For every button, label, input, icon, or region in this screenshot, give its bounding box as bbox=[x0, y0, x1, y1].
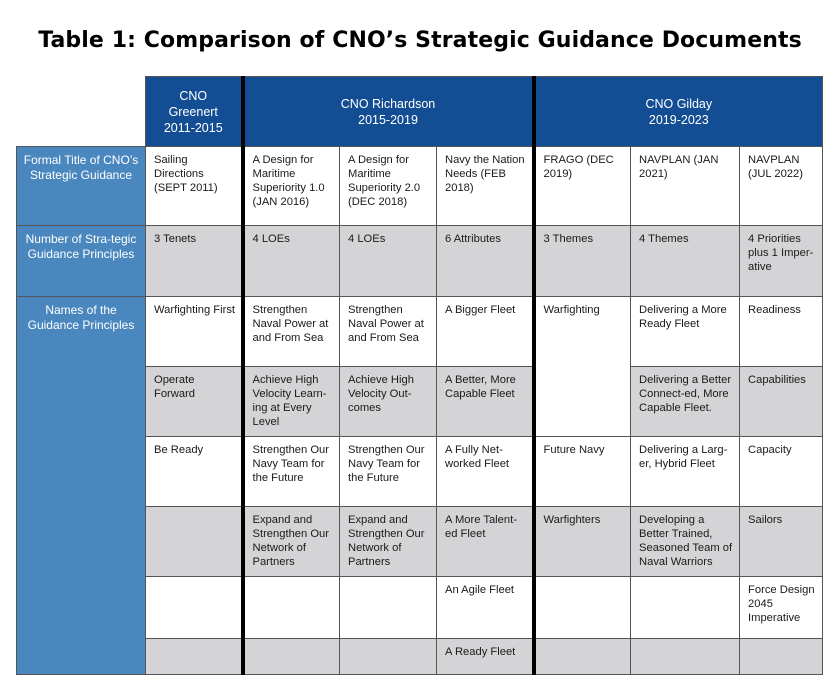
principle-cell: An Agile Fleet bbox=[435, 576, 535, 639]
formal-title-cell: A Design for Maritime Superiority 2.0 (D… bbox=[339, 146, 437, 226]
principle-cell: A More Talent-ed Fleet bbox=[435, 506, 535, 577]
header-greenert-line3: 2011-2015 bbox=[163, 120, 223, 135]
header-cno-gilday: CNO Gilday 2019-2023 bbox=[531, 76, 824, 147]
count-row: Number of Stra-tegic Guidance Principles… bbox=[16, 225, 824, 297]
principle-cell bbox=[531, 576, 632, 639]
principle-cell: A Bigger Fleet bbox=[435, 296, 535, 367]
principle-cell: Be Ready bbox=[145, 436, 243, 507]
principle-cell: Warfighting bbox=[531, 296, 632, 437]
principle-cell: Achieve High Velocity Out-comes bbox=[339, 366, 437, 437]
principle-cell: Developing a Better Trained, Seasoned Te… bbox=[630, 506, 741, 577]
principle-cell: Warfighting First bbox=[145, 296, 243, 367]
header-richardson-line1: CNO Richardson bbox=[340, 96, 436, 111]
principle-cell: Expand and Strengthen Our Network of Par… bbox=[240, 506, 340, 577]
principles-row-2: Operate Forward Achieve High Velocity Le… bbox=[17, 366, 824, 437]
count-cell: 3 Themes bbox=[531, 225, 632, 297]
count-cell: 3 Tenets bbox=[145, 225, 243, 297]
principle-cell: Delivering a Larg-er, Hybrid Fleet bbox=[630, 436, 741, 507]
table-title: Table 1: Comparison of CNO’s Strategic G… bbox=[38, 28, 802, 53]
principle-cell: A Better, More Capable Fleet bbox=[435, 366, 535, 437]
principles-row-6: A Ready Fleet bbox=[17, 638, 824, 675]
header-row: CNO Greenert 2011-2015 CNO Richardson 20… bbox=[16, 76, 824, 147]
header-cno-richardson: CNO Richardson 2015-2019 bbox=[240, 76, 535, 147]
comparison-table: CNO Greenert 2011-2015 CNO Richardson 20… bbox=[16, 76, 824, 675]
row-header-formal-title: Formal Title of CNO’s Strategic Guidance bbox=[16, 146, 146, 226]
principle-cell bbox=[531, 638, 632, 675]
principle-cell bbox=[339, 638, 437, 675]
principle-cell bbox=[630, 576, 741, 639]
formal-title-cell: NAVPLAN (JAN 2021) bbox=[630, 146, 741, 226]
formal-title-row: Formal Title of CNO’s Strategic Guidance… bbox=[16, 146, 824, 226]
row-header-number: Number of Stra-tegic Guidance Principles bbox=[16, 225, 146, 297]
principle-cell: Sailors bbox=[739, 506, 824, 577]
principles-row-5: An Agile Fleet Force Design 2045 Imperat… bbox=[17, 576, 824, 639]
principles-row-4: Expand and Strengthen Our Network of Par… bbox=[17, 506, 824, 577]
principle-cell: Achieve High Velocity Learn-ing at Every… bbox=[240, 366, 340, 437]
row-header-names: Names of the Guidance Principles bbox=[16, 296, 146, 675]
header-gilday-line1: CNO Gilday bbox=[645, 96, 713, 111]
count-cell: 4 Themes bbox=[630, 225, 741, 297]
count-cell: 4 LOEs bbox=[240, 225, 340, 297]
formal-title-cell: FRAGO (DEC 2019) bbox=[531, 146, 632, 226]
principle-cell: Delivering a More Ready Fleet bbox=[630, 296, 741, 367]
principles-row-3: Be Ready Strengthen Our Navy Team for th… bbox=[17, 436, 824, 507]
header-richardson-line2: 2015-2019 bbox=[358, 112, 418, 127]
principles-row-1: Names of the Guidance Principles Warfigh… bbox=[16, 296, 824, 675]
header-cno-greenert: CNO Greenert 2011-2015 bbox=[145, 76, 243, 147]
corner-cell bbox=[16, 76, 146, 147]
principle-cell: Delivering a Better Connect-ed, More Cap… bbox=[630, 366, 741, 437]
principle-cell: Force Design 2045 Imperative bbox=[739, 576, 824, 639]
count-cell: 6 Attributes bbox=[435, 225, 535, 297]
principle-cell: Strengthen Our Navy Team for the Future bbox=[240, 436, 340, 507]
principle-cell bbox=[145, 638, 243, 675]
formal-title-cell: A Design for Maritime Superiority 1.0 (J… bbox=[240, 146, 340, 226]
principle-cell bbox=[145, 506, 243, 577]
header-greenert-line2: Greenert bbox=[168, 104, 218, 119]
principle-cell: Capacity bbox=[739, 436, 824, 507]
principle-cell: Capabilities bbox=[739, 366, 824, 437]
principle-cell: Operate Forward bbox=[145, 366, 243, 437]
count-cell: 4 LOEs bbox=[339, 225, 437, 297]
principle-cell: Strengthen Our Navy Team for the Future bbox=[339, 436, 437, 507]
formal-title-cell: Sailing Directions (SEPT 2011) bbox=[145, 146, 243, 226]
principle-cell: A Fully Net-worked Fleet bbox=[435, 436, 535, 507]
principle-cell bbox=[240, 638, 340, 675]
principle-cell: Warfighters bbox=[531, 506, 632, 577]
principle-cell: Expand and Strengthen Our Network of Par… bbox=[339, 506, 437, 577]
header-greenert-line1: CNO bbox=[179, 88, 208, 103]
principle-cell bbox=[145, 576, 243, 639]
principle-cell: A Ready Fleet bbox=[435, 638, 535, 675]
principle-cell bbox=[339, 576, 437, 639]
principle-cell bbox=[240, 576, 340, 639]
principle-cell: Future Navy bbox=[531, 436, 632, 507]
header-gilday-line2: 2019-2023 bbox=[648, 112, 709, 127]
principle-cell: Strengthen Naval Power at and From Sea bbox=[339, 296, 437, 367]
principle-cell: Strengthen Naval Power at and From Sea bbox=[240, 296, 340, 367]
formal-title-cell: NAVPLAN (JUL 2022) bbox=[739, 146, 824, 226]
count-cell: 4 Priorities plus 1 Imper-ative bbox=[739, 225, 824, 297]
principle-cell bbox=[739, 638, 824, 675]
principle-cell bbox=[630, 638, 741, 675]
formal-title-cell: Navy the Nation Needs (FEB 2018) bbox=[435, 146, 535, 226]
principle-cell: Readiness bbox=[739, 296, 824, 367]
